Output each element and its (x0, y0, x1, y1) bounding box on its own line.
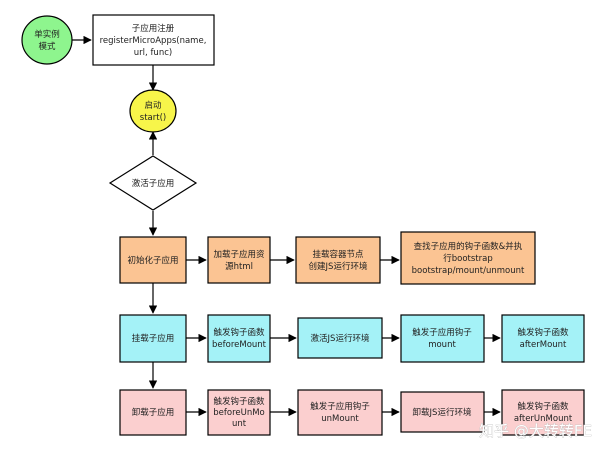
node-shape (400, 314, 485, 363)
node-label-line: mount (428, 340, 456, 350)
node-label-line: 触发钩子函数 (517, 327, 569, 338)
node-shape (21, 15, 73, 65)
node-label-line: unt (232, 419, 247, 429)
node-shape (119, 236, 187, 284)
node-label-line: 查找子应用的钩子函数&并执 (414, 241, 523, 252)
node-find-hooks: 查找子应用的钩子函数&并执行bootstrap bootstrap/mount/u… (400, 231, 536, 285)
node-after-mount: 触发钩子函数 afterMount (501, 314, 585, 363)
node-label: 卸载JS运行环境 (413, 407, 472, 418)
node-label-line: 激活JS运行环境 (311, 333, 370, 344)
node-shape (119, 314, 187, 363)
watermark: 知乎 @大转转FE (479, 422, 592, 440)
node-label-line: registerMicroApps(name, (100, 36, 207, 46)
node-label-line: 触发子应用钩子 (412, 327, 472, 338)
node-label-line: 卸载子应用 (132, 407, 175, 418)
node-label-line: 创建JS运行环境 (309, 261, 368, 272)
node-unmount: 卸载子应用 (119, 389, 187, 436)
node-label-line: 源html (225, 262, 253, 272)
node-after-unmount: 触发钩子函数 afterUnMount (501, 389, 585, 436)
node-label-line: afterUnMount (514, 414, 573, 424)
node-label-line: 挂载子应用 (132, 333, 175, 344)
node-activate: 激活子应用 (108, 155, 198, 211)
node-label-line: 触发钩子函数 (213, 396, 265, 407)
node-label-line: 初始化子应用 (127, 255, 178, 266)
node-shape (297, 317, 383, 359)
node-label-line: url, func) (134, 48, 172, 58)
node-shape (129, 89, 177, 133)
node-shape (501, 314, 585, 363)
node-label-line: 加载子应用资 (213, 249, 265, 260)
node-label: 激活子应用 (132, 178, 175, 189)
node-label: 卸载子应用 (132, 407, 175, 418)
node-label-line: 启动 (144, 100, 162, 111)
node-shape (207, 236, 271, 284)
node-label: 触发钩子函数 beforeMount (212, 327, 267, 350)
node-label-line: 触发钩子函数 (517, 401, 569, 412)
node-shape (400, 391, 485, 433)
node-label: 触发钩子函数 afterMount (517, 327, 569, 350)
node-unmount-hook: 触发子应用钩子 unMount (297, 389, 383, 436)
node-label-line: bootstrap/mount/unmount (412, 266, 525, 276)
node-label-line: 单实例 (34, 29, 60, 40)
node-load-resource: 加载子应用资源html (207, 236, 271, 284)
node-label: 启动 start() (140, 100, 166, 123)
node-label-line: 子应用注册 (132, 23, 175, 34)
node-label-line: start() (140, 113, 166, 123)
node-before-mount: 触发钩子函数 beforeMount (207, 314, 271, 363)
node-label: 触发子应用钩子 mount (412, 327, 472, 350)
node-label: 挂载容器节点创建JS运行环境 (309, 249, 368, 272)
node-label-line: 卸载JS运行环境 (413, 407, 472, 418)
node-label: 触发钩子函数 afterUnMount (514, 401, 573, 424)
node-label-line: beforeMount (212, 340, 267, 350)
node-label-line: 行bootstrap (443, 253, 493, 264)
node-shape (207, 314, 271, 363)
node-shape (119, 389, 187, 436)
node-shape (400, 231, 536, 285)
node-label: 单实例模式 (34, 29, 60, 52)
node-register: 子应用注册 registerMicroApps(name, url, func) (92, 14, 215, 66)
connectors (72, 35, 501, 417)
node-label: 挂载子应用 (132, 333, 175, 344)
node-shape (297, 389, 383, 436)
node-shape (92, 14, 215, 66)
node-shape (295, 236, 381, 284)
node-single-instance: 单实例模式 (21, 15, 73, 65)
node-label: 子应用注册 registerMicroApps(name, url, func) (100, 23, 207, 58)
node-label: 触发子应用钩子 unMount (310, 401, 370, 424)
node-label-line: afterMount (520, 340, 567, 350)
node-label-line: 挂载容器节点 (312, 249, 364, 260)
node-unload-js: 卸载JS运行环境 (400, 391, 485, 433)
node-label-line: 模式 (38, 41, 56, 52)
node-label-line: unMount (321, 414, 359, 424)
node-activate-js: 激活JS运行环境 (297, 317, 383, 359)
node-mount-container: 挂载容器节点创建JS运行环境 (295, 236, 381, 284)
node-label: 查找子应用的钩子函数&并执行bootstrap bootstrap/mount/u… (412, 241, 525, 276)
node-mount-hook: 触发子应用钩子 mount (400, 314, 485, 363)
node-shape (501, 389, 585, 436)
node-shape (207, 389, 271, 436)
node-label-line: beforeUnMo (213, 408, 265, 418)
node-start: 启动 start() (129, 89, 177, 133)
node-label-line: 触发钩子函数 (213, 327, 265, 338)
node-label: 激活JS运行环境 (311, 333, 370, 344)
node-label: 初始化子应用 (127, 255, 178, 266)
node-shape (108, 155, 198, 211)
node-label-line: 激活子应用 (132, 178, 175, 189)
node-mount: 挂载子应用 (119, 314, 187, 363)
node-label-line: 触发子应用钩子 (310, 401, 370, 412)
node-label: 加载子应用资源html (213, 249, 265, 272)
node-init: 初始化子应用 (119, 236, 187, 284)
